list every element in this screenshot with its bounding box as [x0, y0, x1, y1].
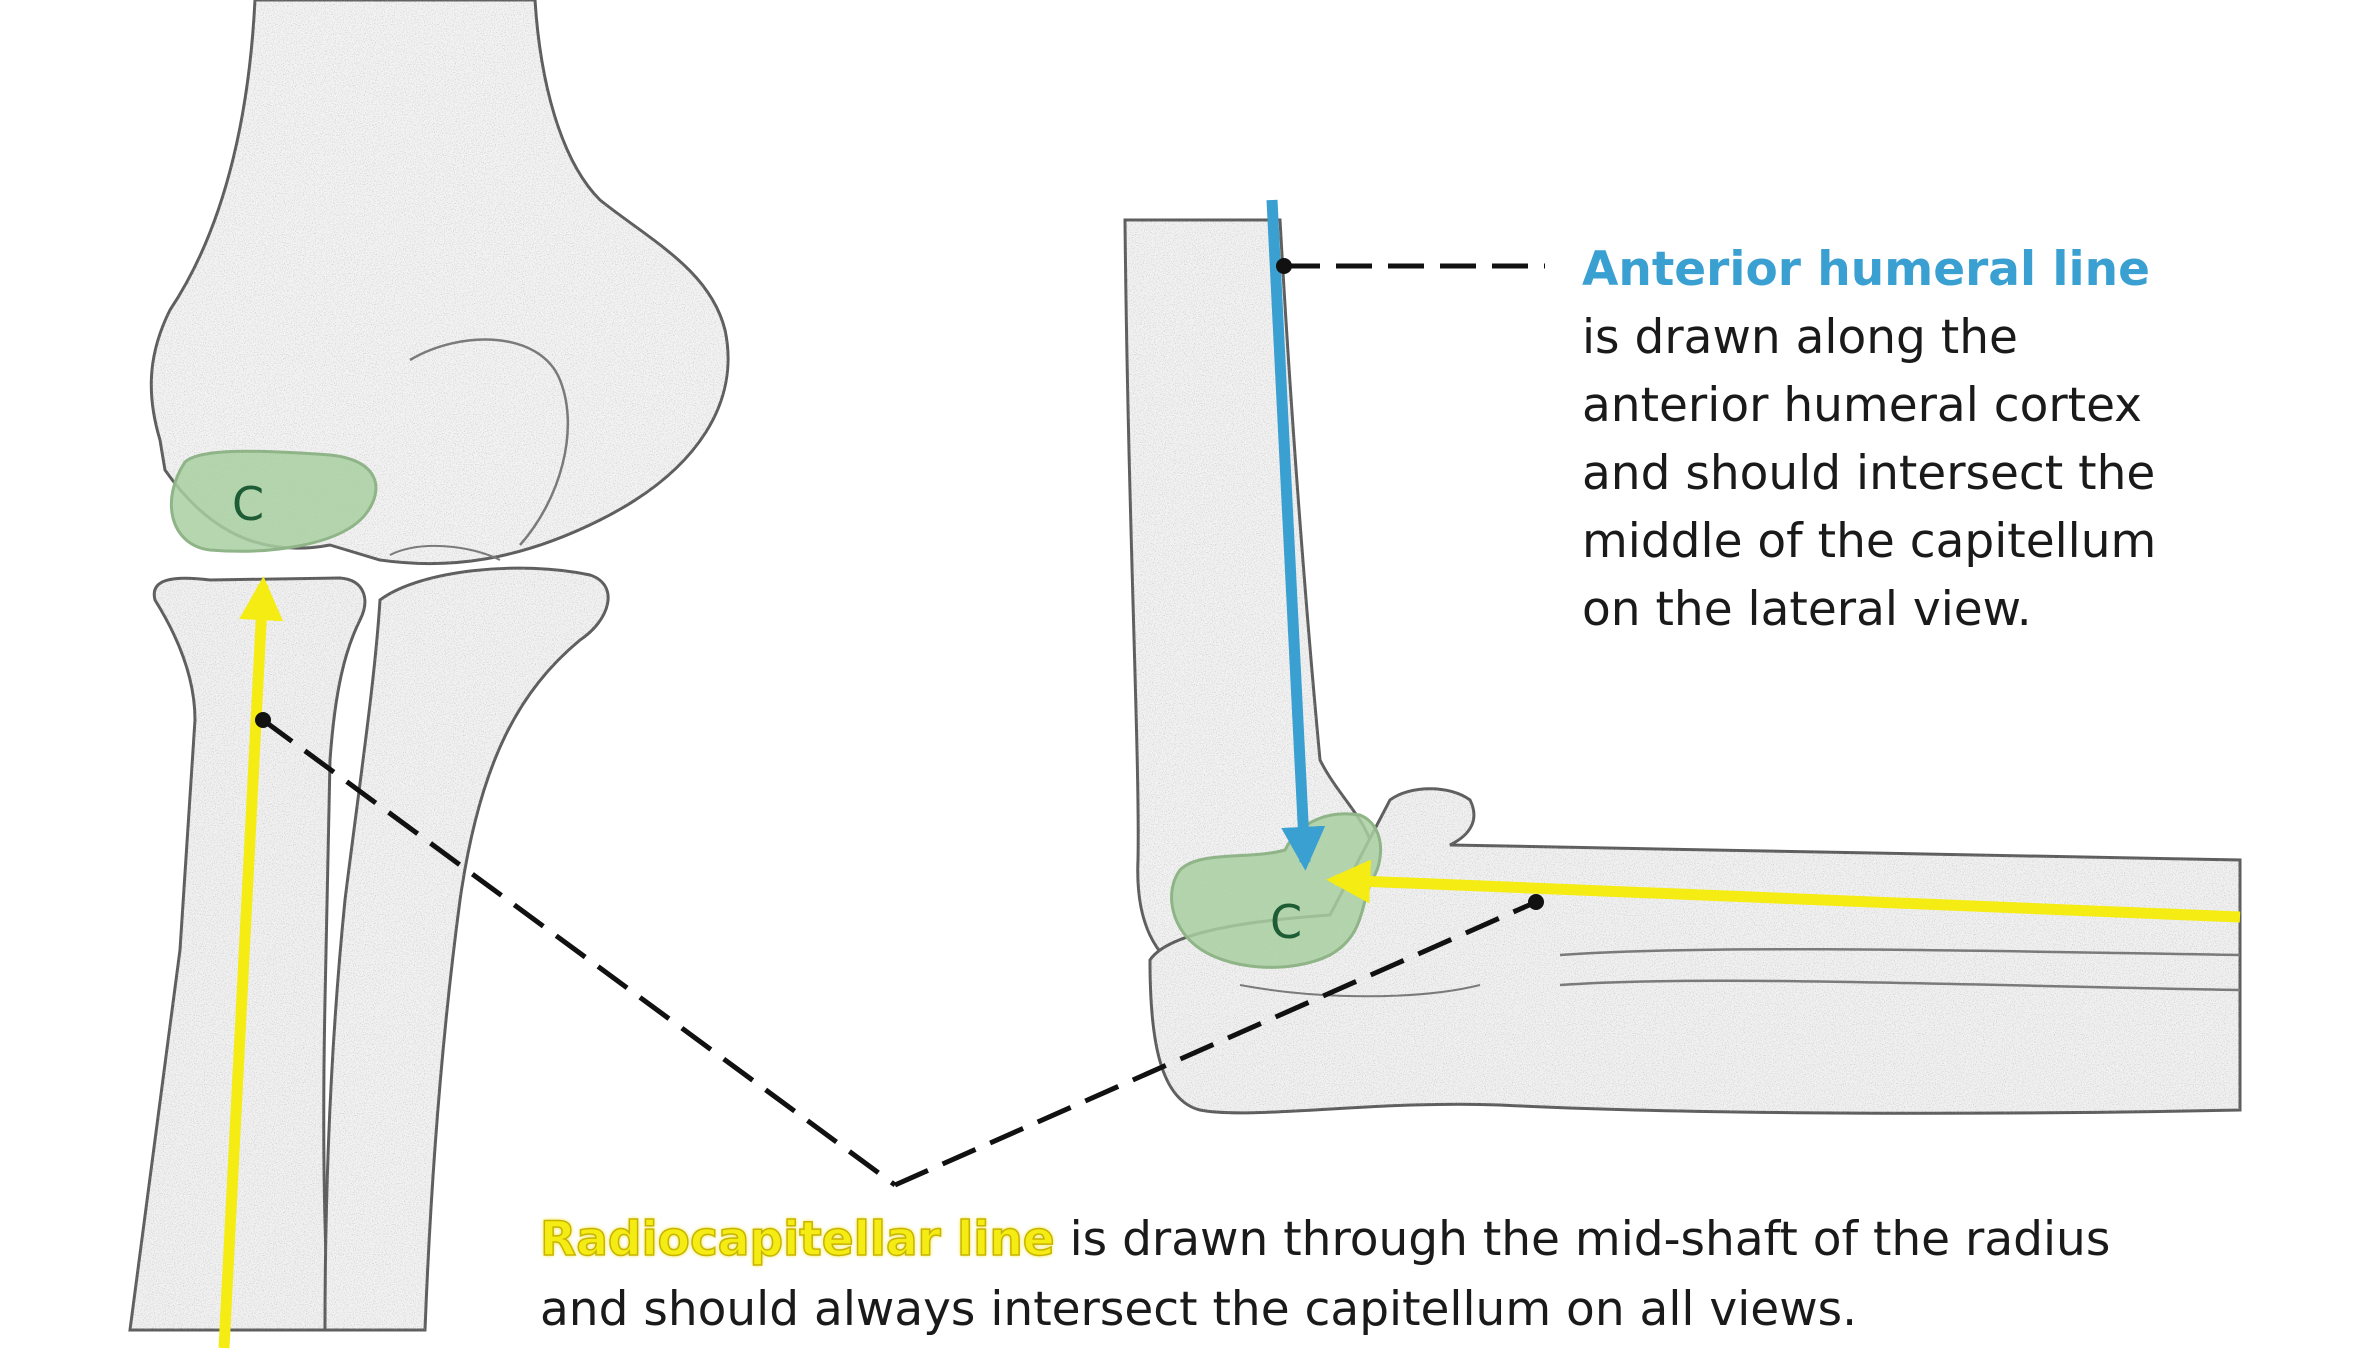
ap-view: C [128, 0, 730, 1349]
anterior-humeral-line-title: Anterior humeral line [1582, 242, 2150, 297]
radio-caption-line-1-rest: is drawn through the mid-shaft of the ra… [1054, 1212, 2111, 1267]
anterior-caption-line-4: middle of the capitellum [1582, 514, 2157, 569]
radio-pointer-line-ap [261, 717, 897, 1188]
ap-radiocapitellar-line [218, 576, 284, 1349]
ap-capitellum-label: C [232, 477, 264, 531]
radiocapitellar-line-title: Radiocapitellar line [539, 1211, 1055, 1268]
radio-pointer-dot-ap [255, 712, 271, 728]
pointer-lines [255, 258, 1545, 1188]
anterior-caption-line-1: is drawn along the [1582, 310, 2018, 365]
radio-caption-line-1: Radiocapitellar line is drawn through th… [539, 1205, 2240, 1275]
lateral-view: C [1123, 199, 2242, 1115]
ap-capitellum [169, 449, 378, 553]
anterior-pointer-dot [1276, 258, 1292, 274]
anterior-caption-line-3: and should intersect the [1582, 446, 2156, 501]
anterior-caption-line-5: on the lateral view. [1582, 582, 2032, 637]
radio-caption-line-2: and should always intersect the capitell… [540, 1282, 1858, 1337]
anterior-humeral-line-caption: Anterior humeral line is drawn along the… [1582, 236, 2302, 644]
lateral-capitellum-label: C [1270, 895, 1302, 949]
anterior-caption-line-2: anterior humeral cortex [1582, 378, 2142, 433]
lateral-radiocapitellar-line [1326, 859, 2241, 923]
anterior-humeral-line [1266, 199, 1326, 871]
radiocapitellar-line-caption: Radiocapitellar line is drawn through th… [539, 1205, 2240, 1345]
radio-pointer-line-lateral [893, 899, 1538, 1188]
radio-pointer-dot-lateral [1528, 894, 1544, 910]
